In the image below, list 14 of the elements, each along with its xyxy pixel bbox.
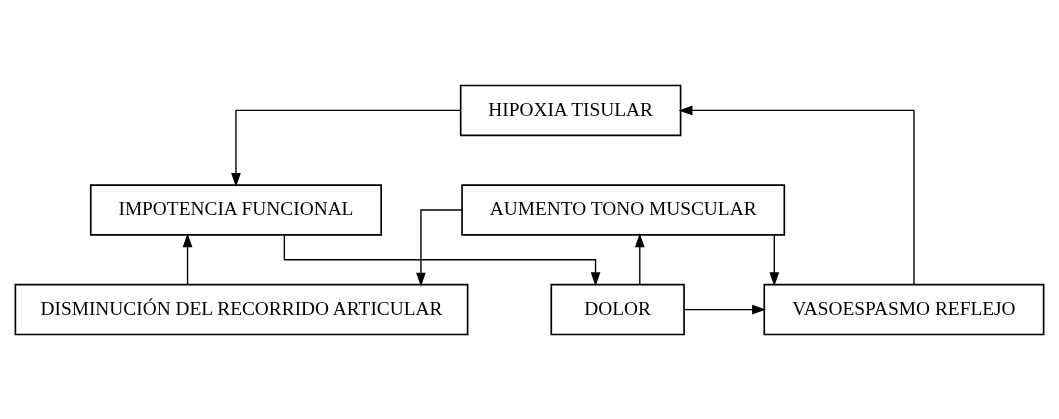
arrow — [416, 208, 463, 287]
arrow — [769, 233, 780, 286]
node-box: AUMENTO TONO MUSCULAR — [461, 183, 786, 236]
node-box: DOLOR — [550, 283, 685, 335]
arrow — [678, 105, 915, 285]
node-box: IMPOTENCIA FUNCIONAL — [89, 183, 382, 236]
arrow — [182, 232, 193, 285]
arrow — [683, 304, 766, 314]
node-box: VASOESPASMO REFLEJO — [763, 283, 1045, 335]
node-box: DISMINUCIÓN DEL RECORRIDO ARTICULAR — [14, 283, 469, 335]
node-box: HIPOXIA TISULAR — [459, 84, 682, 136]
arrow — [231, 109, 462, 187]
arrow — [634, 232, 645, 285]
arrow — [283, 234, 601, 286]
